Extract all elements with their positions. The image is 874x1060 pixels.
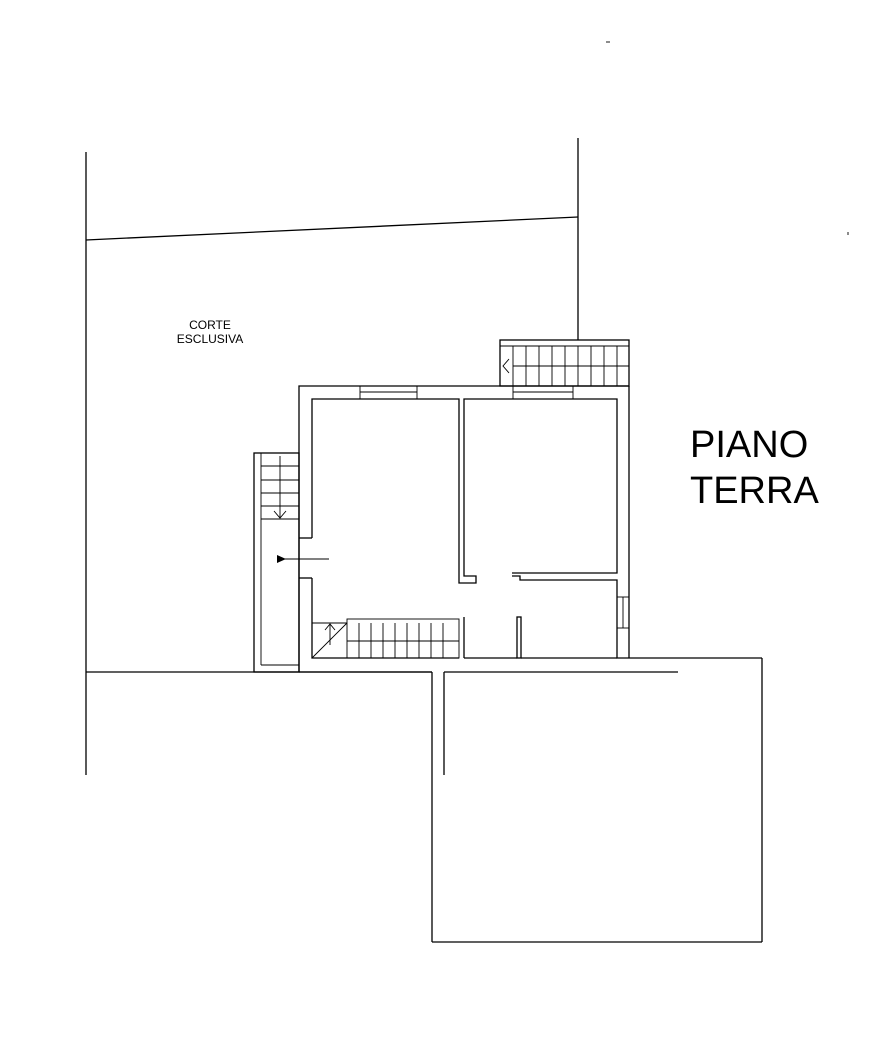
area-label-line2: ESCLUSIVA: [176, 332, 244, 346]
windows: [359, 385, 630, 629]
exterior-walls: [298, 385, 630, 673]
site-boundary: [85, 41, 849, 943]
floor-label-line2: TERRA: [690, 470, 819, 512]
stair-interior: [311, 618, 460, 659]
floor-label-line1: PIANO: [690, 424, 809, 466]
entrance-arrow-icon: [277, 555, 329, 563]
area-label-line1: CORTE: [189, 318, 231, 332]
floor-label: PIANO TERRA: [690, 422, 860, 514]
stair-top: [499, 339, 630, 387]
stair-left: [253, 452, 300, 673]
area-label-corte-esclusiva: CORTE ESCLUSIVA: [140, 318, 280, 346]
